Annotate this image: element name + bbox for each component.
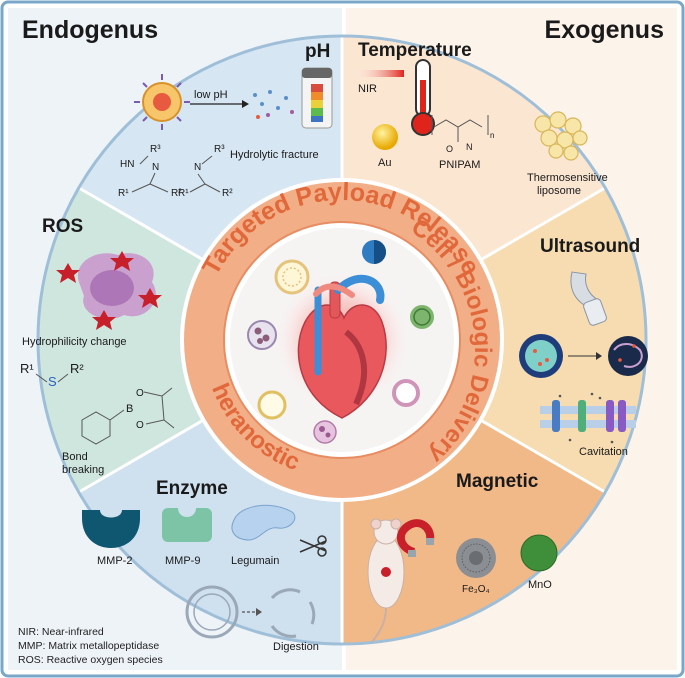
ros-caption-1: Hydrophilicity change (22, 336, 127, 348)
svg-text:O: O (136, 420, 144, 431)
svg-text:R²: R² (171, 188, 182, 199)
hydrazone-structure: R³ HN N R¹ R² (118, 144, 182, 199)
liposome-label-1: Thermosensitive (527, 172, 608, 184)
enzyme-label-mmp9: MMP-9 (165, 555, 200, 567)
ros-caption-3: breaking (62, 464, 104, 476)
liposome-label-2: liposome (537, 185, 581, 197)
svg-text:R²: R² (70, 361, 84, 376)
temperature-title: Temperature (358, 40, 472, 61)
svg-text:N: N (466, 142, 473, 152)
magnet-icon (396, 519, 435, 557)
svg-text:B: B (126, 403, 133, 415)
digestion-arrowhead (256, 608, 262, 616)
ros-title: ROS (42, 216, 83, 237)
fe3o4-nanoparticle-icon (456, 538, 496, 578)
magnetic-title: Magnetic (456, 471, 539, 492)
ring-particle-icon (392, 379, 420, 407)
ph-arrowhead (242, 100, 249, 108)
blue-sphere-icon (362, 240, 386, 264)
ph-test-strip-icon (301, 67, 333, 129)
thioether-structure: R¹ S R² (20, 361, 84, 389)
ultrasound-probe-icon (570, 271, 607, 326)
micelle-icon (134, 74, 190, 130)
svg-text:n: n (490, 131, 494, 140)
svg-text:S: S (48, 374, 57, 389)
ph-title: pH (305, 41, 330, 62)
svg-text:R³: R³ (150, 144, 161, 155)
cell-membrane-icon (540, 392, 636, 444)
legend-mmp: MMP: Matrix metallopeptidase (18, 640, 160, 652)
svg-text:R¹: R¹ (20, 361, 34, 376)
legend-nir: NIR: Near-infrared (18, 626, 104, 638)
enzyme-label-legumain: Legumain (231, 555, 279, 567)
svg-text:HN: HN (120, 159, 134, 170)
outer-circle-rim (36, 34, 648, 646)
mno-label: MnO (528, 579, 552, 591)
thermometer-icon (411, 59, 435, 136)
released-fragments-icon (253, 90, 294, 119)
ros-attacked-micelle-icon (56, 251, 162, 330)
pnipam-structure: n O N (431, 115, 494, 154)
mno-nanoparticle-icon (520, 534, 558, 572)
ultrasound-arrowhead (596, 352, 602, 360)
pnipam-label: PNIPAM (439, 159, 480, 171)
digested-carrier-icon (270, 588, 316, 638)
svg-text:O: O (446, 144, 453, 154)
au-label: Au (378, 157, 391, 169)
svg-text:N: N (152, 162, 159, 173)
pink-cell-icon (313, 420, 337, 444)
enzyme-label-mmp2: MMP-2 (97, 555, 132, 567)
ph-caption: Hydrolytic fracture (230, 149, 319, 161)
thermosensitive-liposome-icon (534, 111, 588, 161)
intact-carrier-icon (185, 585, 239, 639)
vesicle-icon (247, 320, 277, 350)
mmp9-enzyme-icon (162, 508, 212, 542)
legumain-enzyme-icon (231, 504, 296, 541)
fe3o4-label: Fe₃O₄ (462, 584, 490, 595)
yellow-liposome-icon (257, 390, 287, 420)
imine-structure: R³ N R¹ R² (178, 144, 233, 199)
legend-ros: ROS: Reactive oxygen species (18, 654, 163, 666)
ros-caption-2: Bond (62, 451, 88, 463)
mmp2-enzyme-icon (82, 510, 140, 548)
svg-text:R¹: R¹ (118, 188, 129, 199)
green-polymer-icon (410, 305, 434, 329)
heading-endogenus: Endogenus (22, 16, 158, 44)
scissors-icon (299, 535, 327, 557)
heart-icon (297, 274, 387, 419)
ultrasound-title: Ultrasound (540, 236, 640, 257)
enzyme-caption: Digestion (273, 641, 319, 653)
mouse-icon (367, 518, 405, 643)
nir-beam-icon (352, 70, 404, 77)
svg-text:N: N (194, 162, 201, 173)
heading-exogenus: Exogenus (545, 16, 664, 44)
boronate-ester-structure: B O O (81, 387, 175, 445)
svg-text:O: O (136, 388, 144, 399)
microbubble-icon (519, 334, 563, 378)
svg-text:R³: R³ (214, 144, 225, 155)
collapsed-bubble-icon (608, 336, 648, 376)
ph-arrow-label: low pH (194, 89, 228, 101)
ultrasound-caption: Cavitation (579, 446, 628, 458)
nanoparticle-liposome-icon (274, 259, 310, 295)
svg-text:R²: R² (222, 188, 233, 199)
enzyme-title: Enzyme (156, 478, 228, 499)
gold-nanoparticle-icon (372, 124, 398, 150)
nir-label: NIR (358, 83, 377, 95)
svg-text:R¹: R¹ (178, 188, 189, 199)
